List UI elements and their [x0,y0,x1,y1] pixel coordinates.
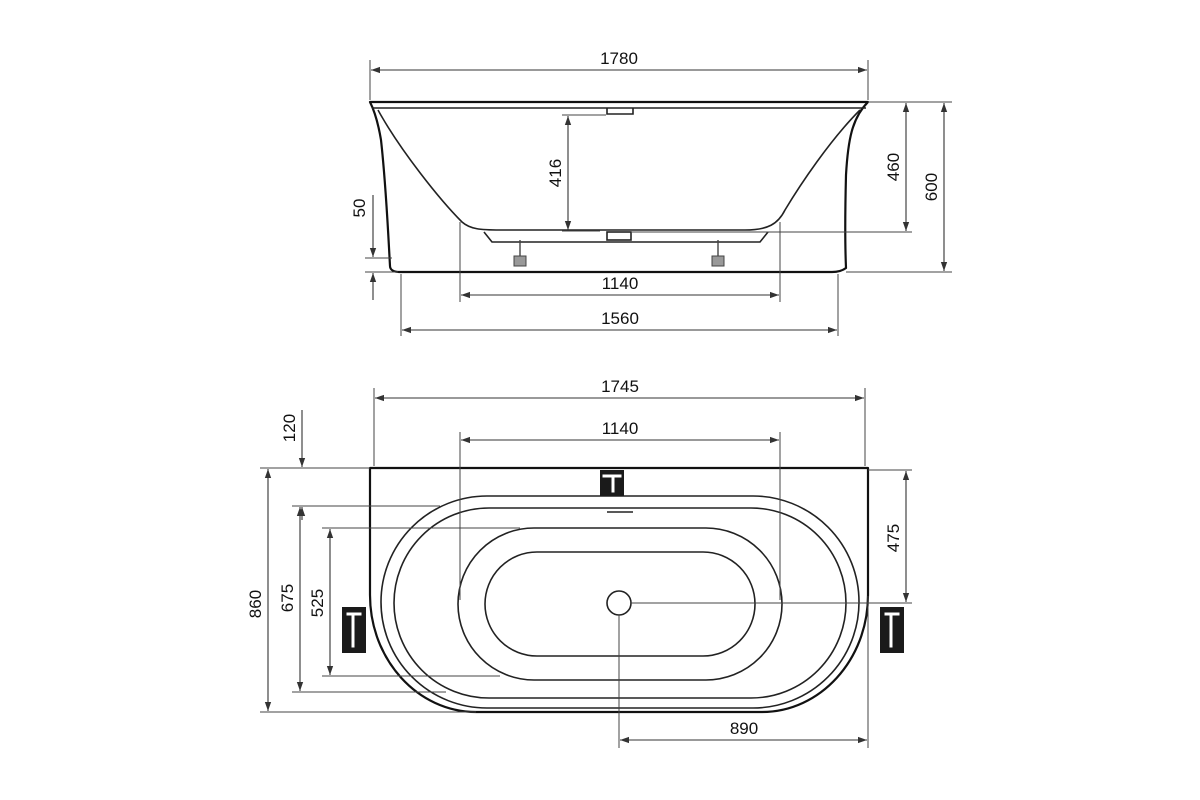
dim-inner-bowl: 525 [308,589,327,617]
dim-overall-length: 1780 [600,49,638,68]
side-inner-basin [377,109,861,231]
bowl-bottom [484,551,756,657]
dim-drain-offset: 475 [884,524,903,552]
top-tub-outline [368,466,870,714]
dim-inner-depth: 416 [546,159,565,187]
tap-icon [880,607,904,653]
top-view: 1745 1140 120 860 675 525 475 [246,377,912,748]
tap-icon [342,607,366,653]
bowl-floor [457,527,783,681]
dim-base-length: 1560 [601,309,639,328]
drain-body [606,231,632,241]
dim-outer-bowl: 675 [278,584,297,612]
dim-top-inner-length: 1140 [602,419,639,438]
side-tub-outline [368,100,870,274]
dim-plinth: 50 [350,199,369,218]
drain-icon [606,590,632,616]
overflow-cap [606,108,634,115]
side-view: 1780 416 460 600 50 1140 1560 [350,49,952,336]
dim-top-length: 1745 [601,377,639,396]
dim-height-total: 600 [922,173,941,201]
dim-width: 860 [246,590,265,618]
dim-feet-span: 1140 [602,274,639,293]
tap-icon [600,470,624,496]
side-feet [513,240,725,267]
side-underside [483,231,769,243]
dim-height-rim: 460 [884,153,903,181]
dim-drain-to-end: 890 [730,719,758,738]
dim-back-ledge: 120 [280,414,299,442]
